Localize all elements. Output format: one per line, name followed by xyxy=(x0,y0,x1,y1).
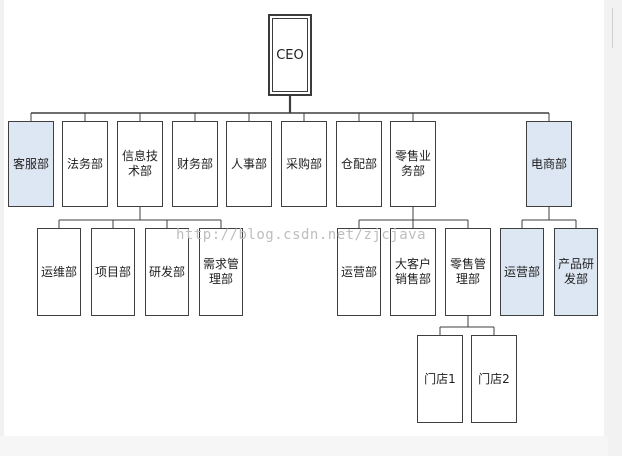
watermark-text: http://blog.csdn.net/zjcjava xyxy=(176,227,427,243)
node-label: 大客户销售部 xyxy=(394,257,431,286)
node-label: 门店2 xyxy=(478,371,510,386)
node-product-dev: 产品研发部 xyxy=(554,228,598,316)
node-hr: 人事部 xyxy=(226,121,272,207)
node-retail-management: 零售管理部 xyxy=(445,228,491,316)
node-label: 门店1 xyxy=(424,371,456,386)
node-label: 人事部 xyxy=(230,156,267,171)
node-it: 信息技术部 xyxy=(117,121,163,207)
node-ops-maintenance: 运维部 xyxy=(37,228,81,316)
node-ceo: CEO xyxy=(268,14,312,96)
node-retail-operations: 运营部 xyxy=(337,228,381,316)
node-ecom-operations: 运营部 xyxy=(500,228,544,316)
node-label: 财务部 xyxy=(176,156,213,171)
node-label: 客服部 xyxy=(12,156,49,171)
node-label: 零售管理部 xyxy=(449,257,486,286)
node-ecommerce: 电商部 xyxy=(526,121,572,207)
node-label: 研发部 xyxy=(149,264,186,279)
node-retail: 零售业务部 xyxy=(390,121,436,207)
node-label: 运营部 xyxy=(504,264,541,279)
node-label: 零售业务部 xyxy=(394,149,431,178)
node-label: 电商部 xyxy=(530,156,567,171)
left-edge-shade xyxy=(0,0,4,440)
node-rnd: 研发部 xyxy=(145,228,189,316)
node-label: 仓配部 xyxy=(340,156,377,171)
node-key-accounts: 大客户销售部 xyxy=(390,228,436,316)
node-label: 产品研发部 xyxy=(558,257,595,286)
right-edge-shade xyxy=(604,0,622,456)
node-procurement: 采购部 xyxy=(281,121,327,207)
node-label: CEO xyxy=(276,47,304,63)
node-label: 信息技术部 xyxy=(121,149,158,178)
right-edge-mark xyxy=(612,8,617,48)
node-label: 项目部 xyxy=(95,264,132,279)
node-requirements: 需求管理部 xyxy=(199,228,243,316)
node-label: 运营部 xyxy=(341,264,378,279)
node-label: 法务部 xyxy=(66,156,103,171)
node-label: 采购部 xyxy=(285,156,322,171)
node-finance: 财务部 xyxy=(172,121,218,207)
node-project: 项目部 xyxy=(91,228,135,316)
node-label: 运维部 xyxy=(41,264,78,279)
node-store-2: 门店2 xyxy=(471,335,517,423)
node-legal: 法务部 xyxy=(62,121,108,207)
node-label: 需求管理部 xyxy=(203,257,240,286)
node-customer-service: 客服部 xyxy=(8,121,54,207)
node-store-1: 门店1 xyxy=(417,335,463,423)
node-warehouse: 仓配部 xyxy=(336,121,382,207)
bottom-edge-shade xyxy=(0,436,608,456)
